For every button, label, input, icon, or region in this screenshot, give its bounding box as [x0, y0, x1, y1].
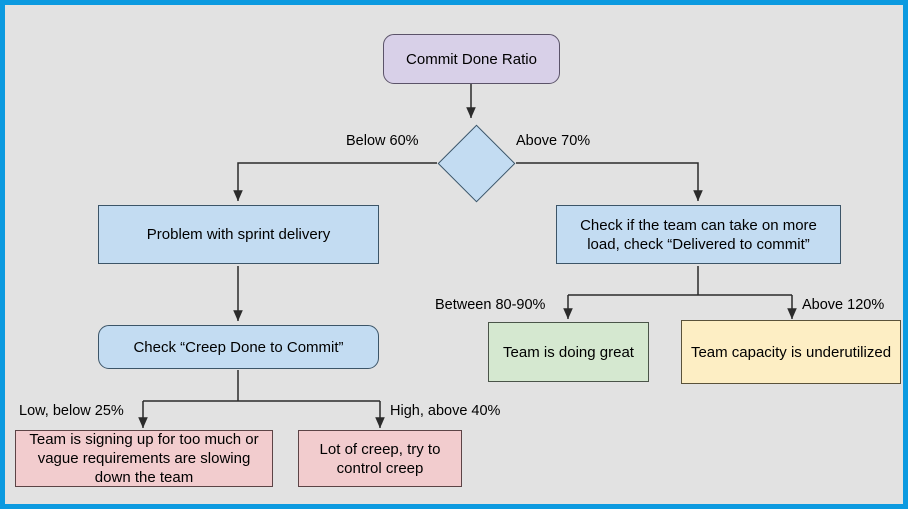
edge-decision-to-problem	[233, 162, 437, 202]
node-label: Check “Creep Done to Commit”	[133, 338, 344, 356]
node-check-creep-done-to-commit[interactable]: Check “Creep Done to Commit”	[98, 325, 379, 369]
edge-label-above-70: Above 70%	[516, 133, 591, 149]
edge-label-between-80-90: Between 80-90%	[435, 297, 546, 313]
edge-decision-to-capacity	[516, 162, 703, 202]
node-commit-done-ratio[interactable]: Commit Done Ratio	[383, 34, 560, 84]
decision-diamond[interactable]	[437, 124, 516, 203]
edge-label-below-60: Below 60%	[346, 133, 419, 149]
node-label: Lot of creep, try to control creep	[319, 440, 441, 477]
node-team-is-doing-great[interactable]: Team is doing great	[488, 322, 649, 382]
node-team-signing-up-too-much[interactable]: Team is signing up for too much or vague…	[15, 430, 273, 487]
node-label: Team is signing up for too much or vague…	[29, 431, 259, 486]
node-label: Team is doing great	[503, 343, 634, 361]
node-label: Commit Done Ratio	[406, 50, 537, 68]
node-problem-with-sprint-delivery[interactable]: Problem with sprint delivery	[98, 205, 379, 264]
edge-label-above-120: Above 120%	[802, 297, 885, 313]
edge-label-high-above-40: High, above 40%	[390, 403, 501, 419]
node-lot-of-creep[interactable]: Lot of creep, try to control creep	[298, 430, 462, 487]
edge-label-low-below-25: Low, below 25%	[19, 403, 124, 419]
node-label: Team capacity is underutilized	[690, 343, 892, 361]
node-team-capacity-underutilized[interactable]: Team capacity is underutilized	[681, 320, 901, 384]
node-label: Check if the team can take on more load,…	[580, 216, 817, 253]
node-label: Problem with sprint delivery	[146, 226, 331, 243]
node-check-team-capacity[interactable]: Check if the team can take on more load,…	[556, 205, 841, 264]
